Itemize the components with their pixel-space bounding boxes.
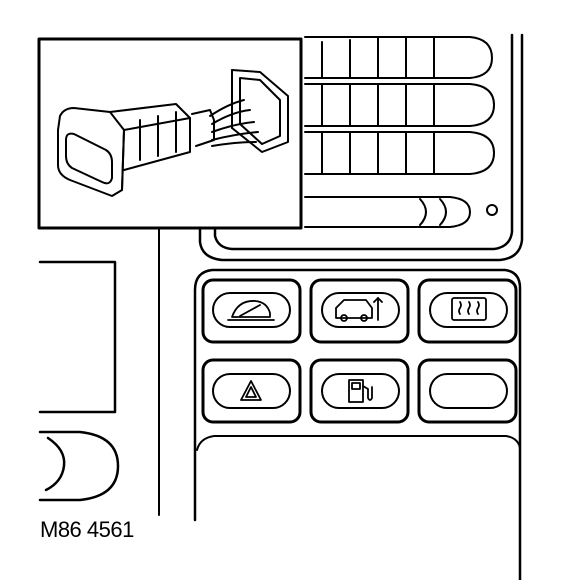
switch-vehicle-mode[interactable] <box>201 278 302 344</box>
switch-panel <box>193 268 522 582</box>
switch-vehicle-suspension[interactable] <box>309 278 410 344</box>
switch-fuel-filler[interactable] <box>309 358 410 424</box>
vehicle-mode-icon <box>227 300 275 321</box>
switch-blank[interactable] <box>417 358 518 424</box>
switch-removed-with-connector-icon <box>57 69 289 197</box>
vent-slats <box>304 36 495 175</box>
fuel-filler-icon <box>348 379 373 403</box>
inset-detail <box>37 37 303 230</box>
vehicle-suspension-icon <box>335 297 383 322</box>
heated-rear-window-icon <box>451 297 487 321</box>
air-vent <box>198 33 524 262</box>
vent-control-slider <box>304 196 471 228</box>
switch-hazard-warning[interactable] <box>201 358 302 424</box>
hazard-warning-icon <box>240 380 262 401</box>
dashboard-left-control <box>38 430 120 502</box>
vent-knob <box>486 204 498 216</box>
dashboard-left-panel <box>38 260 117 414</box>
switch-heated-rear-window[interactable] <box>417 278 518 344</box>
figure-reference-code: M86 4561 <box>40 517 134 542</box>
